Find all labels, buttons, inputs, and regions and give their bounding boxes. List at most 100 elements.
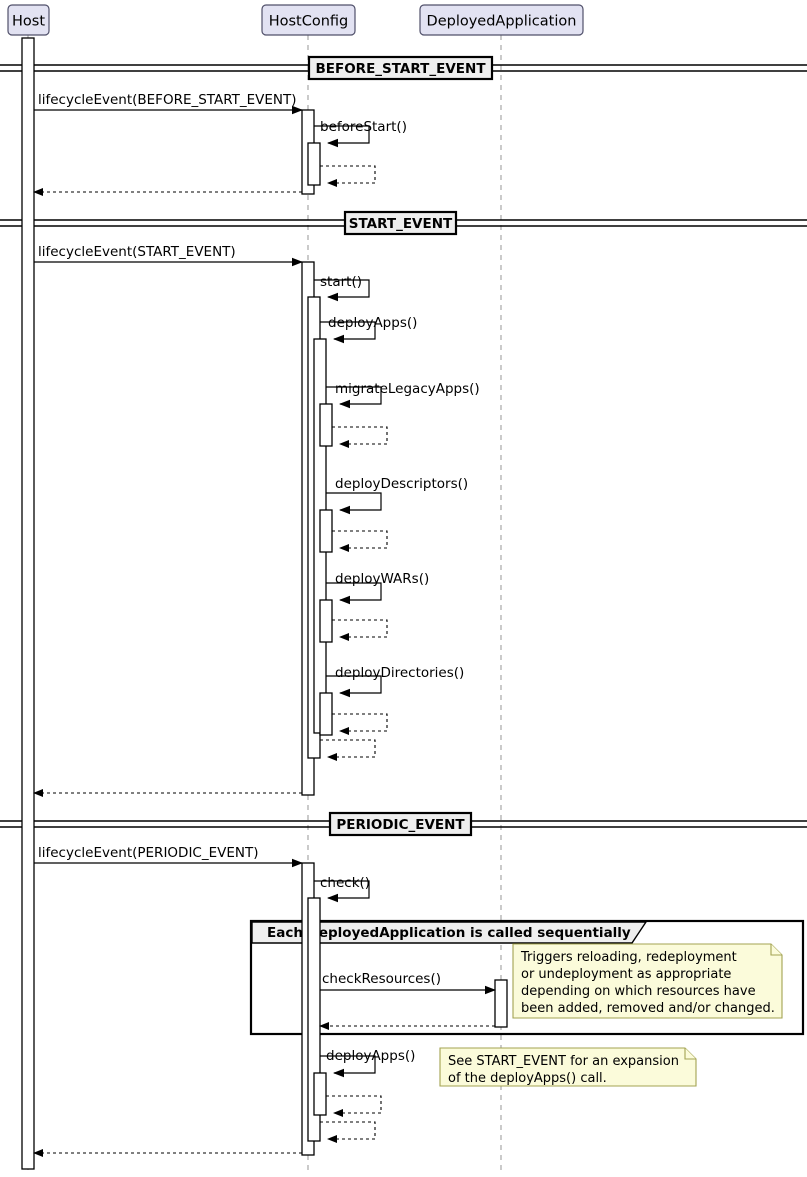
activation-bar-host-a	[21, 37, 35, 1170]
participants-layer: Host HostConfig DeployedApplication	[7, 4, 584, 36]
note-line: of the deployApps() call.	[448, 1071, 607, 1086]
participant-label: HostConfig	[269, 14, 349, 30]
message-label: lifecycleEvent(START_EVENT)	[38, 244, 236, 260]
dividers-layer: BEFORE_START_EVENT START_EVENT PERIODIC_EV…	[0, 55, 807, 837]
note-line: Triggers reloading, redeployment	[520, 950, 737, 965]
message-0: lifecycleEvent(BEFORE_START_EVENT)	[34, 92, 303, 115]
group-label-tab	[251, 921, 648, 944]
message-14	[332, 713, 388, 735]
self-message-arrow	[326, 582, 382, 605]
self-message-arrow	[332, 426, 388, 448]
message-19: checkResources()	[320, 971, 496, 995]
messages-layer: lifecycleEvent(BEFORE_START_EVENT)before…	[33, 92, 496, 1157]
activation-bar-cfg-a2d	[319, 403, 333, 447]
self-message-arrow	[320, 739, 376, 761]
note-deploy-apps: See START_EVENT for an expansion of the d…	[439, 1047, 697, 1087]
message-label: start()	[320, 274, 362, 290]
participant-label: DeployedApplication	[427, 14, 577, 30]
activation-bar-app-a1	[494, 979, 508, 1028]
groups-layer: Each DeployedApplication is called seque…	[249, 919, 805, 1036]
message-15	[320, 739, 376, 761]
message-label: deployWARs()	[335, 571, 429, 587]
note-line: been added, removed and/or changed.	[521, 1001, 775, 1016]
participant-box[interactable]	[261, 4, 356, 36]
participant-box[interactable]	[7, 4, 50, 36]
self-message-arrow	[326, 675, 382, 698]
message-label: checkResources()	[322, 971, 441, 987]
message-label: migrateLegacyApps()	[335, 381, 480, 397]
participant-box[interactable]	[419, 4, 584, 36]
divider-label: START_EVENT	[349, 216, 453, 232]
message-22	[326, 1095, 382, 1117]
group-label: Each DeployedApplication is called seque…	[267, 925, 631, 941]
lifelines-layer	[27, 35, 502, 1173]
message-10	[332, 530, 388, 552]
self-message-arrow	[326, 386, 382, 409]
note-line: or undeployment as appropriate	[521, 967, 731, 982]
activation-bar-cfg-a3c	[313, 1072, 327, 1116]
message-label: deployApps()	[328, 315, 417, 331]
divider-box	[328, 811, 473, 837]
activation-bar-cfg-a2e	[319, 509, 333, 553]
participant-host[interactable]: Host	[7, 4, 50, 36]
participant-cfg[interactable]: HostConfig	[261, 4, 356, 36]
group-border	[249, 919, 805, 1036]
divider-label: BEFORE_START_EVENT	[315, 61, 486, 77]
participant-label: Host	[12, 14, 45, 30]
message-6: deployApps()	[320, 315, 417, 344]
message-label: lifecycleEvent(BEFORE_START_EVENT)	[38, 92, 297, 108]
group-frame: Each DeployedApplication is called seque…	[249, 919, 805, 1036]
divider-label: PERIODIC_EVENT	[336, 817, 465, 833]
divider-1: START_EVENT	[0, 210, 807, 236]
self-message-arrow	[320, 165, 376, 187]
self-message-arrow	[320, 1121, 376, 1143]
divider-2: PERIODIC_EVENT	[0, 811, 807, 837]
message-4: lifecycleEvent(START_EVENT)	[34, 244, 303, 267]
note-body	[439, 1047, 697, 1087]
message-21: deployApps()	[320, 1048, 415, 1078]
self-message-arrow	[314, 880, 370, 903]
self-message-arrow	[326, 1095, 382, 1117]
message-label: deployApps()	[326, 1048, 415, 1064]
note-line: See START_EVENT for an expansion	[448, 1054, 679, 1069]
divider-0: BEFORE_START_EVENT	[0, 55, 807, 81]
divider-box	[343, 210, 458, 236]
self-message-arrow	[320, 1055, 376, 1078]
message-8	[332, 426, 388, 448]
note-body	[512, 943, 783, 1019]
self-message-arrow	[326, 492, 382, 515]
activation-bar-cfg-a1b	[307, 142, 321, 186]
activations-layer	[21, 37, 508, 1170]
divider-box	[307, 55, 494, 81]
note-line: depending on which resources have	[521, 984, 756, 999]
message-17: lifecycleEvent(PERIODIC_EVENT)	[34, 845, 303, 868]
message-label: lifecycleEvent(PERIODIC_EVENT)	[38, 845, 259, 861]
note-check-resources: Triggers reloading, redeployment or undep…	[512, 943, 783, 1019]
activation-bar-cfg-a2f	[319, 599, 333, 643]
message-9: deployDescriptors()	[326, 476, 468, 515]
note-fold-corner	[770, 944, 782, 956]
self-message-arrow	[314, 125, 370, 148]
message-label: deployDescriptors()	[335, 476, 468, 492]
message-18: check()	[314, 875, 370, 903]
message-13: deployDirectories()	[326, 665, 464, 698]
message-label: check()	[320, 875, 370, 891]
message-1: beforeStart()	[314, 119, 407, 148]
self-message-arrow	[332, 619, 388, 641]
message-label: beforeStart()	[320, 119, 407, 135]
message-11: deployWARs()	[326, 571, 429, 605]
notes-layer: Triggers reloading, redeployment or undep…	[439, 943, 783, 1087]
message-7: migrateLegacyApps()	[326, 381, 480, 409]
message-5: start()	[314, 274, 370, 302]
self-message-arrow	[332, 713, 388, 735]
self-message-arrow	[332, 530, 388, 552]
note-fold-corner	[684, 1048, 696, 1060]
message-12	[332, 619, 388, 641]
self-message-arrow	[320, 321, 376, 344]
message-2	[320, 165, 376, 187]
message-23	[320, 1121, 376, 1143]
activation-bar-cfg-a2g	[319, 692, 333, 736]
self-message-arrow	[314, 279, 370, 302]
participant-app[interactable]: DeployedApplication	[419, 4, 584, 36]
